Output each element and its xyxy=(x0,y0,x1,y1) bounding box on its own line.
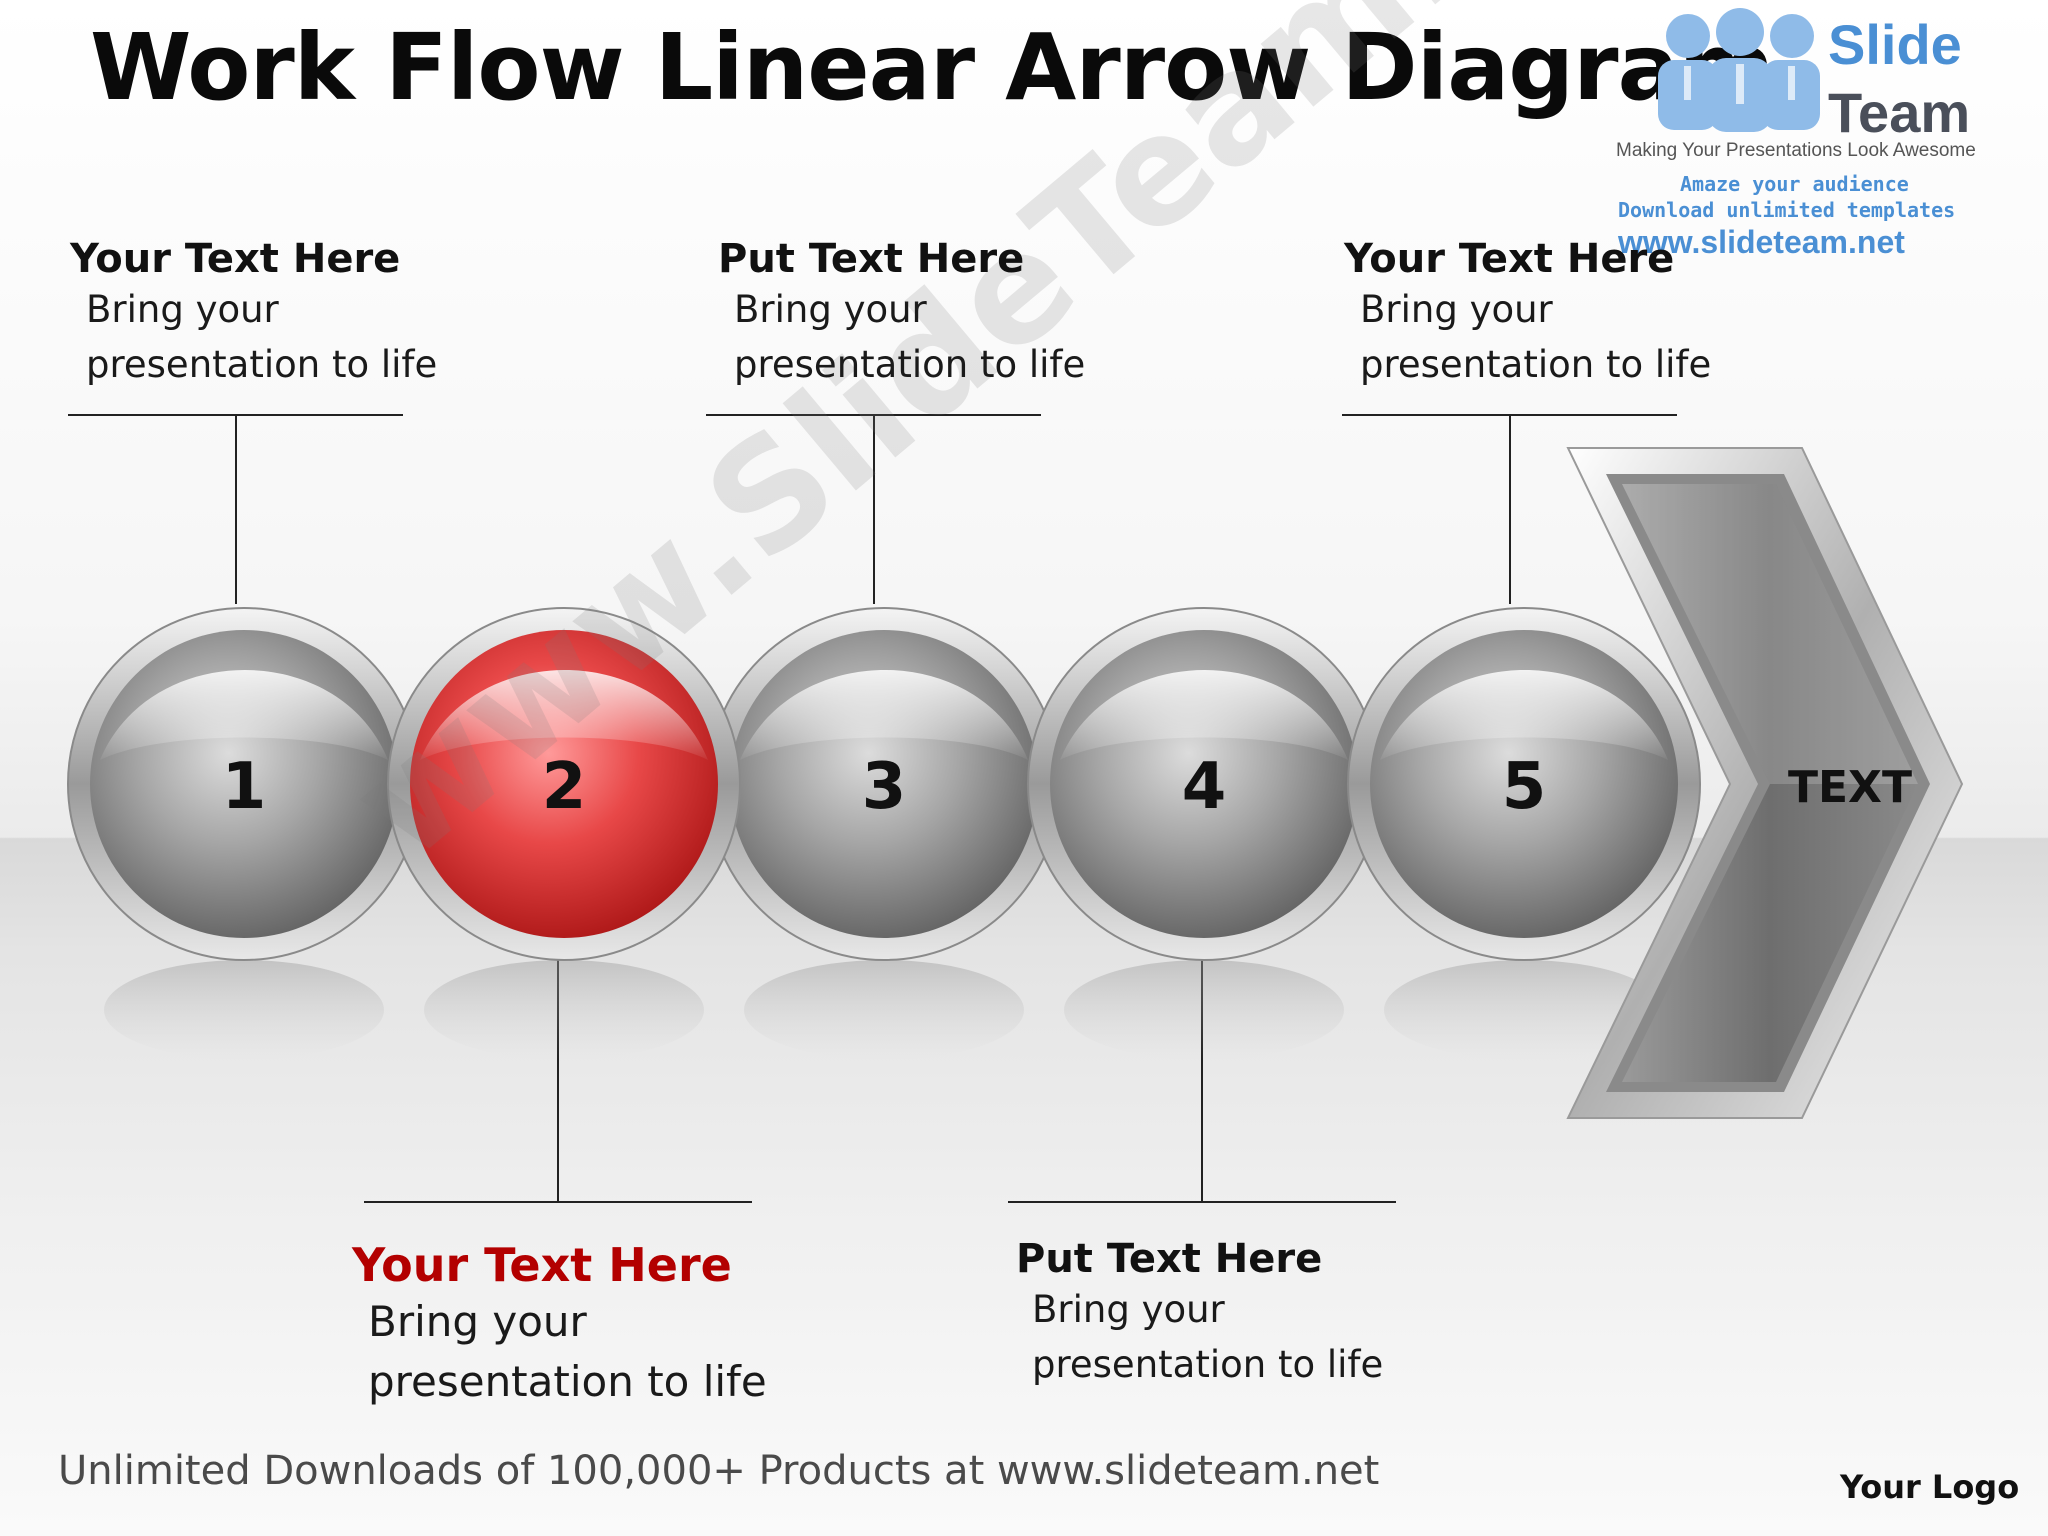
callout-body: Bring your presentation to life xyxy=(734,282,1118,392)
callout-3: Put Text Here Bring your presentation to… xyxy=(718,236,1118,392)
page-title: Work Flow Linear Arrow Diagram xyxy=(90,14,1774,121)
logo-placeholder: Your Logo xyxy=(1840,1468,2020,1506)
callout-body: Bring your presentation to life xyxy=(86,282,470,392)
brand-promo-line-2: Download unlimited templates xyxy=(1618,198,1956,222)
callout-heading-highlighted: Your Text Here xyxy=(352,1238,732,1292)
step-number-4: 4 xyxy=(1182,750,1227,824)
step-number-5: 5 xyxy=(1502,750,1547,824)
callout-5: Your Text Here Bring your presentation t… xyxy=(1344,236,1744,392)
callout-body: Bring your presentation to life xyxy=(1360,282,1744,392)
brand-tagline: Making Your Presentations Look Awesome xyxy=(1616,140,1976,161)
callout-heading: Your Text Here xyxy=(1344,236,1675,282)
people-icon xyxy=(1658,8,1820,132)
sphere-reflections xyxy=(104,960,1664,1060)
callout-line: Bring your xyxy=(86,288,279,331)
step-number-3: 3 xyxy=(862,750,907,824)
callout-2: Your Text Here Bring your presentation t… xyxy=(352,1238,812,1412)
callout-line: Bring your xyxy=(368,1297,587,1346)
step-number-2: 2 xyxy=(542,750,587,824)
arrow-label: TEXT xyxy=(1788,762,1912,813)
sphere-2-highlighted xyxy=(387,607,741,961)
callout-4: Put Text Here Bring your presentation to… xyxy=(1016,1236,1416,1392)
brand-slide-text: Slide xyxy=(1828,13,1962,76)
callout-line: Bring your xyxy=(1032,1288,1225,1331)
callout-line: presentation to life xyxy=(368,1357,767,1406)
callout-1: Your Text Here Bring your presentation t… xyxy=(70,236,470,392)
chevron-arrow-shape xyxy=(1566,447,1964,1119)
callout-line: presentation to life xyxy=(1360,343,1712,386)
callout-body: Bring your presentation to life xyxy=(1032,1282,1416,1392)
step-number-1: 1 xyxy=(222,750,267,824)
callout-line: presentation to life xyxy=(734,343,1086,386)
callout-line: presentation to life xyxy=(1032,1343,1384,1386)
callout-heading: Your Text Here xyxy=(70,236,401,282)
callout-heading: Put Text Here xyxy=(1016,1236,1323,1282)
sphere-3 xyxy=(707,607,1061,961)
callout-body: Bring your presentation to life xyxy=(368,1292,812,1412)
sphere-4 xyxy=(1027,607,1381,961)
brand-team-text: Team xyxy=(1828,81,1971,144)
brand-promo-line-1: Amaze your audience xyxy=(1680,172,1909,196)
brand-url-link[interactable]: www.slideteam.net xyxy=(1618,224,1905,260)
callout-line: presentation to life xyxy=(86,343,438,386)
footer-text: Unlimited Downloads of 100,000+ Products… xyxy=(58,1448,1380,1494)
slideteam-brand: Slide Team Making Your Presentations Loo… xyxy=(1610,0,2048,270)
sphere-5 xyxy=(1347,607,1701,961)
sphere-1 xyxy=(67,607,421,961)
callout-heading: Put Text Here xyxy=(718,236,1025,282)
callout-line: Bring your xyxy=(734,288,927,331)
top-connectors xyxy=(68,414,1677,604)
callout-line: Bring your xyxy=(1360,288,1553,331)
